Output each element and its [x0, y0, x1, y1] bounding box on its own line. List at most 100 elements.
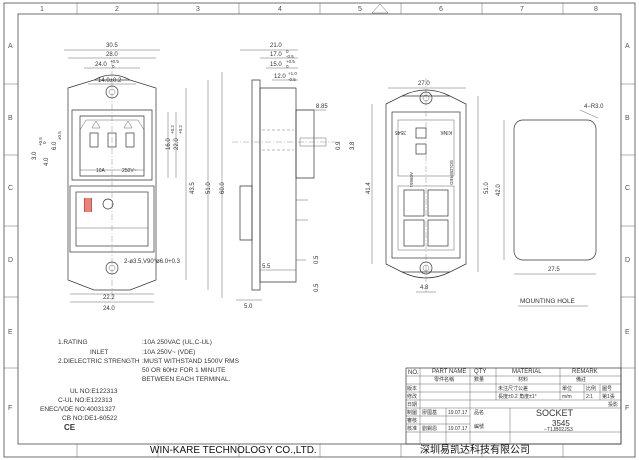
row-c-right: C — [625, 185, 630, 192]
tb-drawn-name: 廖國基 — [422, 409, 437, 416]
mounting-hole-view — [503, 109, 599, 275]
col-2: 2 — [115, 6, 119, 13]
tb-date: 日期 — [407, 402, 417, 408]
dim-22-tol: +0.2 — [178, 125, 183, 134]
dim-12: 12.0 — [274, 74, 286, 80]
dim-12-tol-plus: +1.0 — [288, 71, 297, 76]
outer-border — [3, 2, 636, 458]
dim-16-tol: +0.2 — [170, 125, 175, 134]
note-dielectric-label: 2.DIELECTRIC STRENGTH — [58, 358, 140, 365]
cert-cb: CB NO:DE1-60522 — [62, 415, 118, 422]
row-b-right: B — [625, 115, 630, 122]
company-chinese: 深圳易凯达科技有限公司 — [420, 443, 530, 456]
row-a-right: A — [625, 43, 630, 50]
dim-3-tol-minus: 0 — [42, 141, 47, 144]
tb-proj-label: 投影 — [608, 401, 618, 408]
dim-12-tol-minus: -0.5 — [288, 77, 296, 82]
tb-marker: 版本 — [407, 385, 417, 392]
row-d-right: D — [625, 257, 630, 264]
tb-check: 審核 — [407, 417, 417, 424]
cert-cul: C-UL NO:E122313 — [58, 397, 113, 404]
dim-24-bottom: 24.0 — [103, 306, 115, 312]
dim-5-5: 5.5 — [262, 264, 271, 270]
cert-ce: CE — [64, 423, 76, 432]
tb-remark-cn: 備註 — [576, 376, 586, 383]
dim-51-rear: 51.0 — [484, 182, 490, 194]
note-dielectric-1: :MUST WITHSTAND 1500V RMS — [142, 358, 240, 365]
col-6: 6 — [439, 6, 443, 13]
note-rating-value: :10A 250VAC (UL,C-UL) — [142, 339, 212, 346]
dim-0-9: 0.9 — [336, 141, 342, 150]
hole-note: 2-ø3.5,V90°ø6.0+0.3 — [124, 259, 181, 265]
rear-cert: A09651 — [409, 172, 414, 188]
dim-51: 51.0 — [206, 182, 212, 194]
dim-28: 28.0 — [106, 52, 118, 58]
front-dimensions — [64, 49, 223, 303]
dim-3-tol-plus: +0.5 — [38, 137, 43, 146]
rear-dimensions — [371, 87, 479, 293]
tb-drawn: 制圖 — [407, 409, 417, 416]
dim-radius: 4−R3.0 — [584, 104, 604, 110]
row-b: B — [8, 115, 13, 122]
tb-model-sub: −T1JB02JS3 — [544, 427, 573, 433]
tb-part-name: PART NAME — [432, 369, 466, 375]
title-block — [405, 367, 622, 445]
company-english: WIN-KARE TECHNOLOGY CO.,LTD. — [150, 445, 317, 456]
dim-8-85: 8.85 — [316, 104, 328, 110]
dim-24: 24.0 — [95, 62, 107, 68]
tb-model-value: 3545 — [552, 419, 570, 428]
inner-border — [17, 13, 622, 445]
tb-model-label: 編號 — [474, 423, 484, 430]
tb-approve-name: 劉錫恩 — [422, 425, 437, 432]
side-dimensions — [236, 49, 326, 301]
tb-tol-title: 未注尺寸公差 — [498, 385, 528, 392]
dim-15-tol-minus: 0 — [286, 64, 289, 69]
tb-drawn-date: 19.07.17 — [448, 410, 468, 416]
col-5: 5 — [358, 6, 362, 13]
dim-4: 4.0 — [44, 157, 50, 166]
mounting-hole-title: MOUNTING HOLE — [520, 298, 576, 305]
tb-name-label: 品名 — [474, 409, 484, 416]
dim-22: 22.0 — [174, 138, 180, 150]
col-1: 1 — [40, 6, 44, 13]
tb-sheet-label: 圖号 — [602, 386, 612, 392]
dim-3-8: 3.8 — [350, 141, 356, 150]
dim-60: 60.0 — [220, 182, 226, 194]
dim-14: 14.0±0.2 — [98, 78, 122, 84]
rear-soldered: SOLDERED — [449, 160, 454, 186]
tb-qty-cn: 數量 — [474, 376, 484, 383]
label-250v: 250V~ — [122, 168, 137, 174]
dim-30-5: 30.5 — [106, 43, 118, 49]
note-dielectric-2: 50 OR 60Hz FOR 1 MINUTE — [142, 367, 226, 374]
power-indicator-icon — [84, 198, 92, 212]
note-inlet-value: :10A 250V~ (VDE) — [142, 349, 195, 356]
tb-approve: 核准 — [407, 425, 417, 432]
dim-0-5-a: 0.5 — [314, 255, 320, 264]
cert-ul: UL NO:E122313 — [70, 388, 118, 395]
dim-16: 16.0 — [166, 138, 172, 150]
note-dielectric-3: BETWEEN EACH TERMINAL. — [142, 376, 231, 383]
dim-43-5: 43.5 — [190, 182, 196, 194]
dim-27-5: 27.5 — [548, 267, 560, 273]
dim-0-5-b: 0.5 — [314, 283, 320, 292]
row-f-right: F — [625, 405, 629, 412]
row-e: E — [8, 329, 13, 336]
dim-17-tol-minus: -0.5 — [286, 54, 294, 59]
dim-24-tol-plus: +0.5 — [110, 59, 119, 64]
rear-part-number: 3545 — [395, 129, 406, 135]
col-3: 3 — [196, 6, 200, 13]
tb-remark: REMARK — [572, 369, 598, 375]
tb-scale-label: 比例 — [586, 385, 596, 392]
dim-42: 42.0 — [496, 184, 502, 196]
warning-icon-2 — [123, 120, 133, 129]
tb-qty: QTY — [474, 369, 486, 375]
row-a: A — [8, 43, 13, 50]
label-10a: 10A — [96, 168, 106, 174]
tb-scale-value: 2:1 — [586, 394, 593, 400]
row-c: C — [8, 185, 13, 192]
tb-approve-date: 19.07.17 — [448, 426, 468, 432]
triangle-marker-icon — [371, 3, 389, 14]
tb-material: MATERIAL — [512, 369, 542, 375]
tb-mod: 修改 — [407, 393, 417, 400]
